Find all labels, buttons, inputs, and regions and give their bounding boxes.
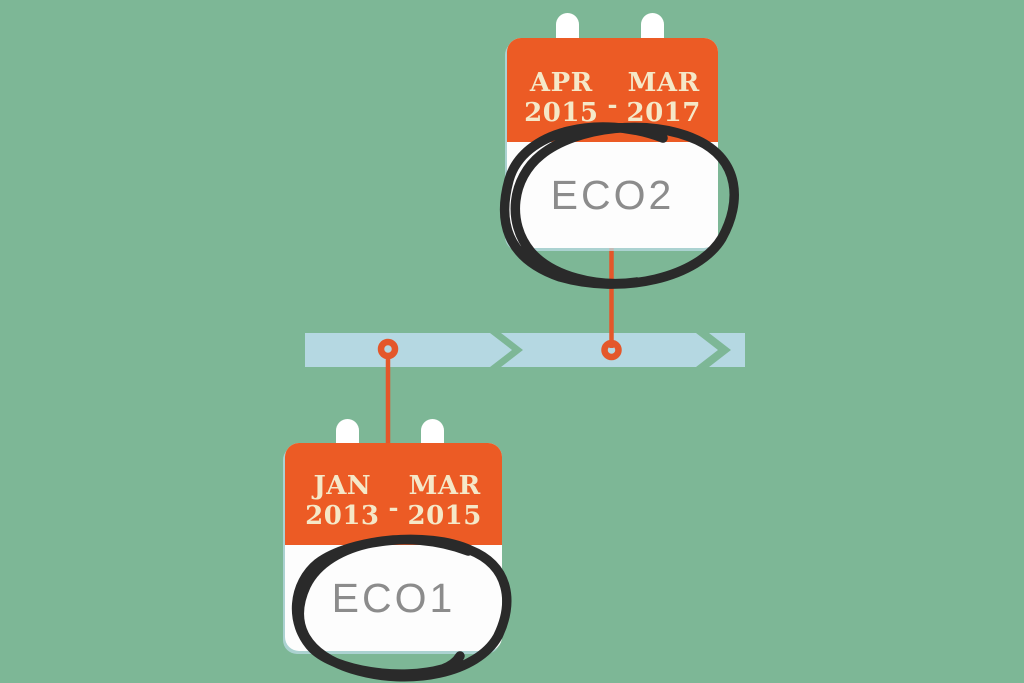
calendar-body-eco2: ECO2 [507, 142, 718, 248]
date-end: MAR 2015 [407, 471, 481, 531]
start-year: 2013 [305, 501, 380, 531]
calendar-card-eco2: APR 2015 - MAR 2017 ECO2 [507, 13, 718, 248]
date-start: JAN 2013 [305, 471, 379, 531]
calendar-header-eco1: JAN 2013 - MAR 2015 [285, 443, 502, 545]
timeline-marker-icon-eco2 [601, 339, 622, 361]
event-label-eco2: ECO2 [550, 171, 675, 218]
end-month: MAR [627, 68, 700, 98]
start-month: APR [529, 68, 593, 98]
end-year: 2015 [407, 501, 482, 531]
end-month: MAR [408, 471, 481, 501]
start-month: JAN [313, 471, 372, 501]
date-range-dash: - [607, 90, 618, 119]
date-range: APR 2015 - MAR 2017 [507, 68, 718, 128]
date-range-dash: - [388, 493, 399, 522]
timeline-segment-1 [305, 333, 512, 367]
start-year: 2015 [524, 98, 599, 128]
date-end: MAR 2017 [626, 68, 700, 128]
calendar-header-eco2: APR 2015 - MAR 2017 [507, 38, 718, 142]
date-start: APR 2015 [524, 68, 598, 128]
end-year: 2017 [626, 98, 701, 128]
timeline-segment-3 [709, 333, 745, 367]
event-label-eco1: ECO1 [331, 574, 456, 621]
date-range: JAN 2013 - MAR 2015 [285, 471, 502, 531]
timeline-segment-2 [501, 333, 718, 367]
calendar-card-eco1: JAN 2013 - MAR 2015 ECO1 [285, 419, 502, 651]
calendar-body-eco1: ECO1 [285, 545, 502, 651]
timeline-marker-icon-eco1 [377, 338, 399, 360]
